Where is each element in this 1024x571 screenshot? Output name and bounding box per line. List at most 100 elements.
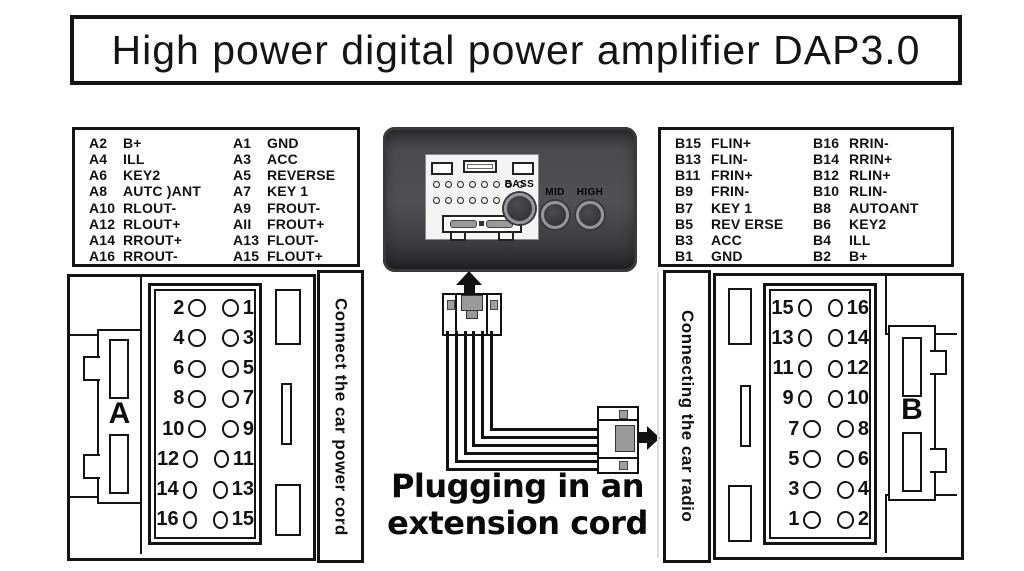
pin-label: KEY2 — [849, 215, 887, 232]
pin-id: A1 — [233, 135, 252, 152]
pin-label: RRIN- — [849, 135, 889, 152]
pin-number: 13 — [231, 478, 254, 501]
pin-assignment-row: A14 RROUT+ — [89, 232, 233, 248]
pin-row: 15 16 — [771, 297, 869, 320]
pin-assignment-row: B10 RLIN- — [813, 183, 919, 199]
pin-number: 12 — [846, 357, 869, 380]
pin-id: A3 — [233, 151, 252, 168]
pin-id: B2 — [813, 247, 832, 264]
pin-label: REV ERSE — [711, 215, 784, 232]
pin-row: 9 10 — [771, 387, 870, 410]
pin-row: 13 14 — [771, 327, 869, 350]
wire — [446, 331, 600, 471]
pin-hole — [803, 450, 821, 469]
pin-id: B11 — [675, 167, 701, 184]
pin-hole — [836, 450, 854, 469]
pin-id: B5 — [675, 215, 694, 232]
knob-dial — [504, 193, 535, 224]
pin-label: B+ — [849, 247, 868, 264]
pin-id: B15 — [675, 135, 702, 152]
pin-hole — [836, 510, 854, 529]
pin-hole — [221, 420, 239, 439]
pin-assignment-row: B7 KEY 1 — [675, 200, 813, 216]
pin-label: RLIN+ — [849, 167, 891, 184]
pin-label: GND — [711, 247, 743, 264]
knob-dial — [576, 201, 604, 229]
pin-hole — [188, 329, 206, 348]
connector-a-pin-grid: 2 1 4 3 6 — [148, 283, 262, 545]
connector-bottom-bar — [442, 215, 522, 233]
pin-number: 14 — [846, 326, 869, 349]
pin-assignment-row: A6 KEY2 — [89, 167, 233, 183]
pin-id: A5 — [233, 167, 252, 184]
pin-label: AUTOANT — [849, 199, 919, 216]
pin-assignment-row: B8 AUTOANT — [813, 200, 919, 216]
wire — [464, 331, 600, 455]
pin-hole — [188, 359, 206, 378]
connector-a-label: A — [108, 397, 131, 430]
pin-assignment-row: A5 REVERSE — [233, 167, 335, 183]
pin-id: B3 — [675, 231, 694, 248]
pin-number: 16 — [156, 508, 179, 531]
pin-number: 4 — [857, 478, 870, 501]
pin-assignment-row: A10 RLOUT- — [89, 200, 233, 216]
pin-label: FRIN- — [711, 183, 750, 200]
pin-assignment-row: B15 FLIN+ — [675, 135, 813, 151]
pin-number: 8 — [173, 387, 185, 410]
pin-id: A9 — [233, 199, 252, 216]
pin-id: B8 — [813, 199, 832, 216]
pin-number: 1 — [788, 508, 800, 531]
pin-hole — [828, 329, 843, 348]
pin-hole — [213, 480, 228, 499]
pin-assignment-row: B3 ACC — [675, 232, 813, 248]
pin-hole — [828, 299, 843, 318]
pin-hole — [188, 420, 206, 439]
connector-b-caption: Connecting the car radio — [678, 310, 697, 523]
pin-label: ILL — [123, 151, 145, 168]
pin-hole — [797, 299, 813, 318]
pin-number: 6 — [857, 447, 870, 470]
pin-id: B7 — [675, 199, 694, 216]
table-a-left-column: A2 B+ A4 ILL A6 KEY2 A8 AUTC )ANT — [89, 135, 233, 264]
up-arrow-icon — [456, 271, 482, 285]
amp-connector-panel — [425, 154, 539, 241]
pin-id: B10 — [813, 183, 840, 200]
pin-id: B1 — [675, 247, 694, 264]
pin-number: 8 — [857, 417, 870, 440]
pin-row: 1 2 — [771, 508, 869, 531]
pin-number: 11 — [772, 357, 794, 380]
pin-assignment-row: B4 ILL — [813, 232, 919, 248]
pin-row: 16 15 — [156, 508, 254, 531]
pin-hole — [221, 359, 239, 378]
pin-label: AUTC )ANT — [123, 183, 202, 200]
connector-b-label: B — [901, 393, 923, 426]
page-title: High power digital power amplifier DAP3.… — [111, 26, 921, 73]
pin-id: B13 — [675, 151, 702, 168]
pin-number: 7 — [242, 387, 255, 410]
pin-hole — [828, 359, 843, 378]
pin-hole — [803, 480, 821, 499]
pin-assignment-row: A7 KEY 1 — [233, 183, 335, 199]
pin-hole — [221, 299, 239, 318]
connector-b-housing: B — [888, 325, 936, 501]
wire — [472, 331, 600, 447]
connector-slot-right — [512, 162, 534, 175]
pin-id: A13 — [233, 231, 260, 248]
pin-number: 3 — [788, 478, 800, 501]
pin-hole — [183, 450, 199, 469]
extension-cord-side-plug — [597, 406, 639, 474]
pin-number: 14 — [156, 478, 179, 501]
pin-id: A6 — [89, 167, 108, 184]
pin-hole — [221, 329, 239, 348]
pin-label: GND — [267, 135, 299, 152]
pin-hole — [797, 329, 813, 348]
connector-a-caption: Connect the car power cord — [331, 297, 351, 536]
pin-row: 6 5 — [156, 357, 254, 380]
pin-id: B9 — [675, 183, 694, 200]
pin-number: 1 — [242, 296, 255, 319]
pin-row: 11 12 — [771, 357, 869, 380]
up-arrow-icon — [464, 284, 475, 294]
pin-hole — [188, 299, 206, 318]
amplifier-device: BASS MID HIGH — [383, 127, 637, 272]
pin-hole — [214, 450, 229, 469]
